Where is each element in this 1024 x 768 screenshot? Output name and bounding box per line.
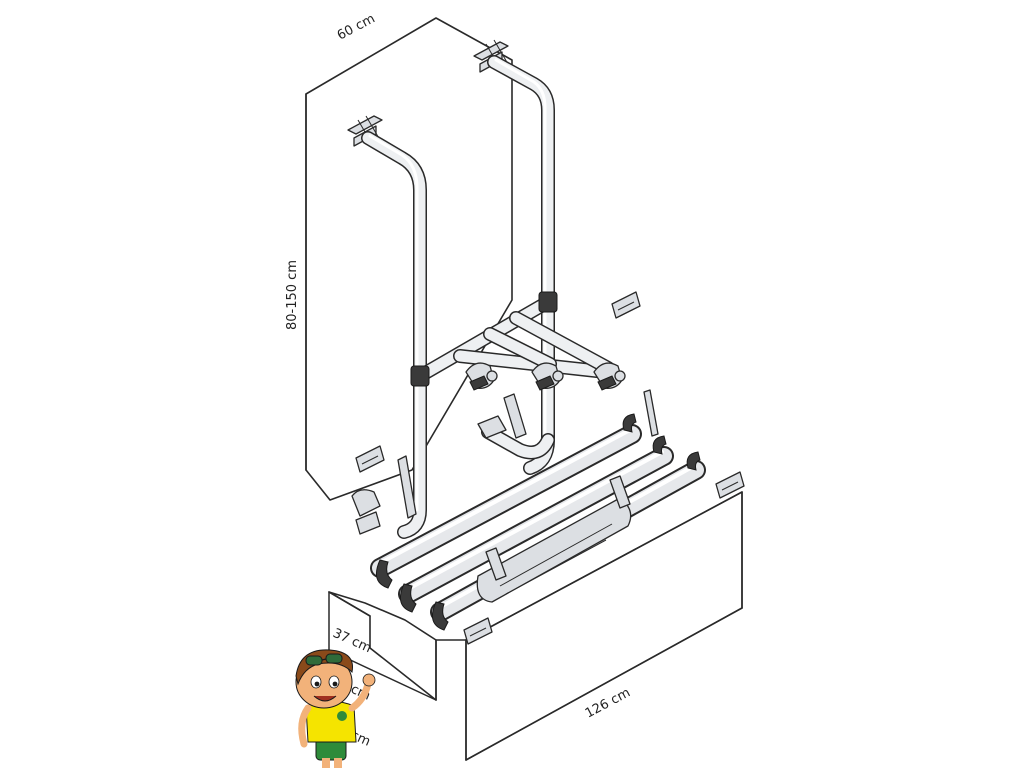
wheel-straps	[375, 413, 701, 631]
rail-end-lever	[643, 389, 659, 437]
tube-joint-left	[410, 365, 430, 387]
wall-bracket-right-mid	[611, 291, 641, 319]
height-label: 80-150 cm	[285, 260, 300, 330]
wheel-rails	[370, 424, 706, 622]
waving-boy-mascot-icon	[295, 649, 376, 768]
wall-bracket-bottom	[463, 617, 493, 645]
rack-frame	[361, 55, 615, 539]
bike-claw-holder-icon	[465, 362, 498, 391]
wall-bracket-left-mid	[355, 445, 385, 473]
left-lower-clamp	[351, 455, 417, 535]
bike-claw-holder-icon	[593, 362, 626, 391]
wall-bracket-right-low	[715, 471, 745, 499]
frame-strap	[477, 393, 527, 439]
top-width-label: 60 cm	[335, 11, 378, 43]
tube-joint-right	[538, 291, 558, 313]
bike-claw-holder-icon	[531, 362, 564, 391]
